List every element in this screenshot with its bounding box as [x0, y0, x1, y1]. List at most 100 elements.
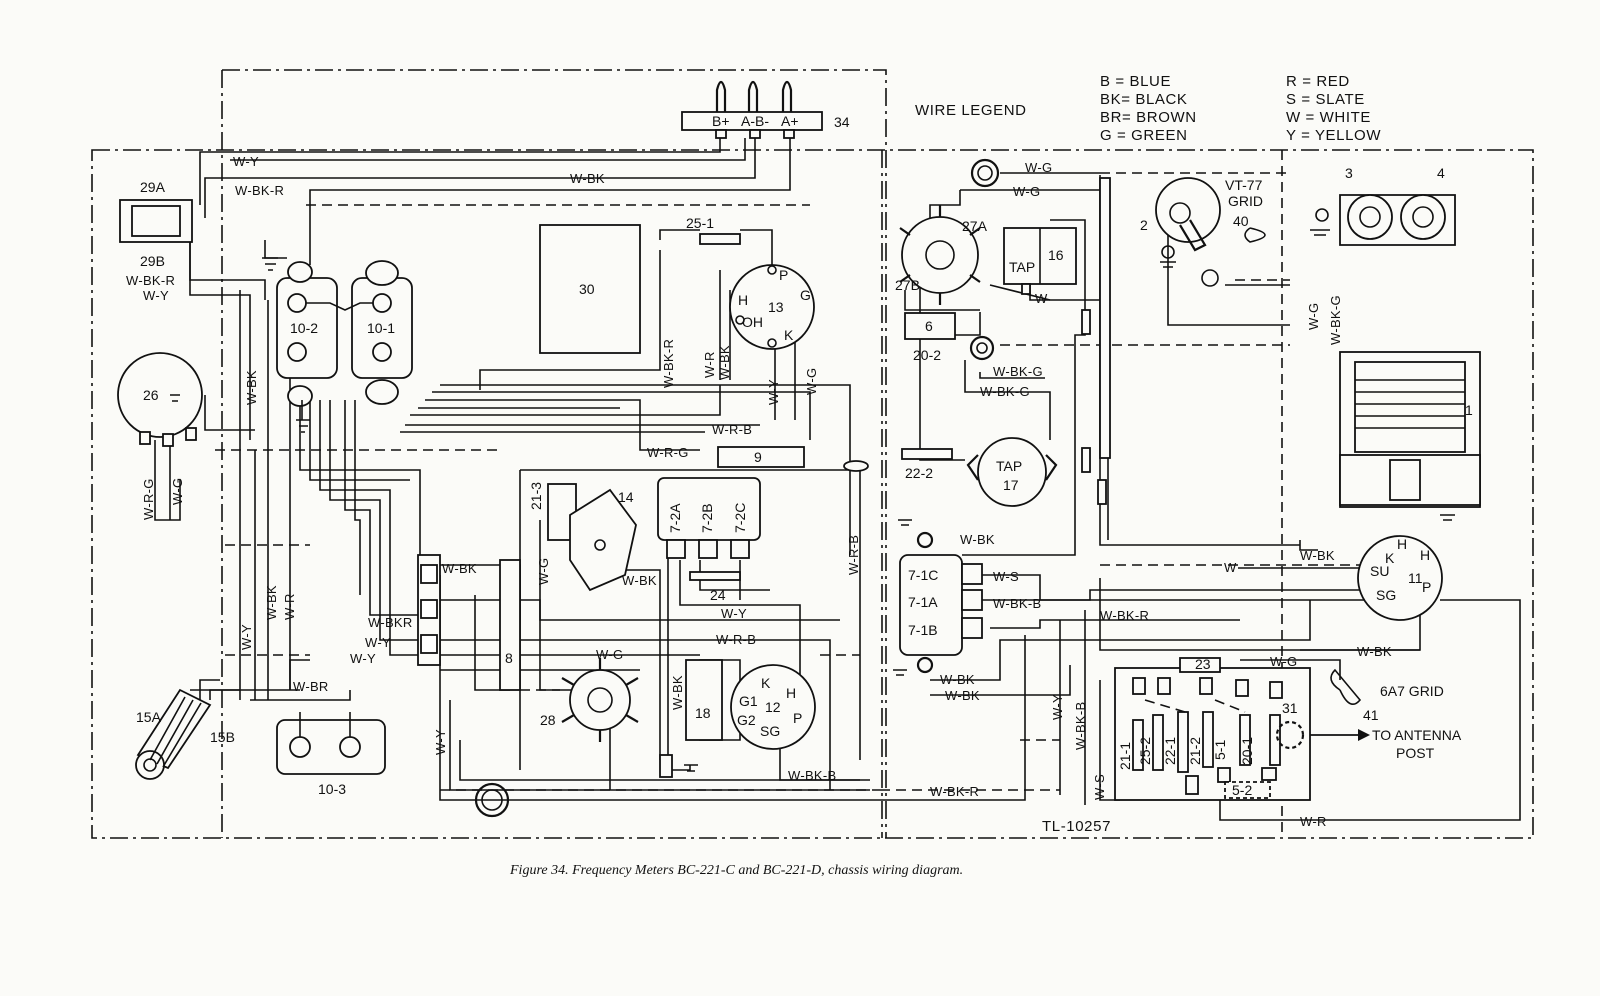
legend-entry: B = BLUE [1100, 73, 1171, 90]
svg-text:POST: POST [1396, 745, 1435, 761]
svg-text:5-1: 5-1 [1212, 740, 1228, 760]
wire-label: W-BK [244, 370, 259, 405]
drawing-number: TL-10257 [1042, 818, 1111, 835]
wire-legend: WIRE LEGEND B = BLUE BK= BLACK BR= BROWN… [915, 73, 1381, 144]
socket-14: 21-3 14 [528, 482, 637, 592]
controls-3-4: 3 4 [1310, 165, 1456, 246]
label-4: 4 [1437, 165, 1445, 181]
label-25-1: 25-1 [686, 215, 714, 231]
chassis-plate [1099, 177, 1111, 459]
svg-text:GRID: GRID [1228, 193, 1263, 209]
label-vt77: VT-77 [1225, 177, 1263, 193]
wire-label: W-BK [945, 688, 980, 703]
wire-label: W-BK-G [993, 364, 1043, 379]
label-18: 18 [695, 705, 711, 721]
control-26: 26 [117, 352, 203, 447]
wire-label: W-G [1270, 654, 1297, 669]
label-22-2: 22-2 [905, 465, 933, 481]
clip [1081, 447, 1091, 473]
svg-text:7-1A: 7-1A [908, 594, 938, 610]
label-17: 17 [1003, 477, 1019, 493]
terminal-strip-34: B+ A-B- A+ 34 [681, 80, 850, 139]
wire-label: W-BK-R [930, 784, 979, 799]
legend-entry: G = GREEN [1100, 127, 1188, 144]
label-11: 11 [1408, 570, 1423, 586]
switch-7-1: 7-1C 7-1A 7-1B [893, 519, 983, 676]
wire-label: W-Y [433, 729, 448, 755]
clip [1097, 479, 1107, 505]
svg-text:22-1: 22-1 [1162, 737, 1178, 765]
label-27a: 27A [962, 218, 988, 234]
socket-13: 13 P H OH K G [729, 264, 815, 350]
resistor-25-1: 25-1 [686, 215, 741, 245]
wire-label: W-BK [717, 345, 732, 380]
legend-entry: W = WHITE [1286, 109, 1371, 126]
wire-label: W-BK-R [661, 339, 676, 388]
wire-label: W-G [1025, 160, 1052, 175]
svg-text:7-2B: 7-2B [699, 503, 715, 533]
socket-10: 10-2 10-1 [262, 240, 413, 433]
svg-text:H: H [1397, 536, 1407, 552]
label-6: 6 [925, 318, 933, 334]
label-24: 24 [710, 587, 726, 603]
legend-entry: R = RED [1286, 73, 1350, 90]
resistor-22-2: 22-2 [901, 448, 953, 481]
svg-text:SG: SG [760, 723, 780, 739]
wire-label: W-R-B [716, 632, 756, 647]
wire-label: W-BK [670, 675, 685, 710]
wire-label: W-S [1092, 774, 1107, 800]
label-6a7-grid: 6A7 GRID [1380, 683, 1444, 699]
svg-text:K: K [784, 327, 794, 343]
label-12: 12 [765, 699, 781, 715]
label-31: 31 [1282, 700, 1298, 716]
label-20-2: 20-2 [913, 347, 941, 363]
svg-text:7-2C: 7-2C [732, 503, 748, 533]
label-30: 30 [579, 281, 595, 297]
svg-text:P: P [779, 267, 788, 283]
socket-28: 28 [540, 658, 639, 742]
label-2: 2 [1140, 217, 1148, 233]
svg-text:TAP: TAP [996, 458, 1022, 474]
left-wire-labels: W-Y W-BK-R W-BK W-BK-R W-Y W-BK W-R-G W-… [126, 154, 861, 783]
legend-entry: BR= BROWN [1100, 109, 1197, 126]
wire-label: W-G [596, 647, 623, 662]
socket-12: 12 G1 G2 K H SG P [730, 664, 816, 750]
wire-label: W-BK [442, 561, 477, 576]
capacitor-1: 1 [1339, 351, 1481, 521]
wire-label: W-Y [239, 624, 254, 650]
svg-text:21-2: 21-2 [1187, 737, 1203, 765]
legend-entry: BK= BLACK [1100, 91, 1188, 108]
svg-text:B+: B+ [712, 113, 730, 129]
wire-label: W-Y [143, 288, 169, 303]
label-23: 23 [1195, 656, 1211, 672]
wire-label: W-Y [721, 606, 747, 621]
wire-label: W-G [1306, 303, 1321, 330]
svg-text:A+: A+ [781, 113, 799, 129]
wire-label: W-BK [622, 573, 657, 588]
label-9: 9 [754, 449, 762, 465]
wire-label: W-BK-G [1328, 295, 1343, 345]
component-8: 8 [499, 559, 521, 691]
antenna-output: 6A7 GRID 41 TO ANTENNA POST [1310, 668, 1462, 761]
label-8: 8 [505, 650, 513, 666]
svg-text:TAP: TAP [1009, 259, 1035, 275]
component-16: TAP 16 [1003, 227, 1077, 295]
svg-text:SU: SU [1370, 563, 1389, 579]
grommet [474, 782, 510, 818]
wire-label: W-G [1013, 184, 1040, 199]
clip [1081, 309, 1091, 335]
legend-heading: WIRE LEGEND [915, 102, 1027, 119]
component-17: TAP 17 [966, 437, 1058, 507]
legend-entry: S = SLATE [1286, 91, 1365, 108]
svg-text:G2: G2 [737, 712, 756, 728]
svg-text:25-2: 25-2 [1137, 737, 1153, 765]
label-40: 40 [1233, 213, 1249, 229]
grommet [481, 789, 503, 811]
wire-label: W-BK [264, 585, 279, 620]
wire-label: W-S [993, 569, 1019, 584]
label-34: 34 [834, 114, 850, 130]
wire-label: W-BK [960, 532, 995, 547]
relay-29: 29A 29B [119, 179, 193, 269]
label-15a: 15A [136, 709, 162, 725]
